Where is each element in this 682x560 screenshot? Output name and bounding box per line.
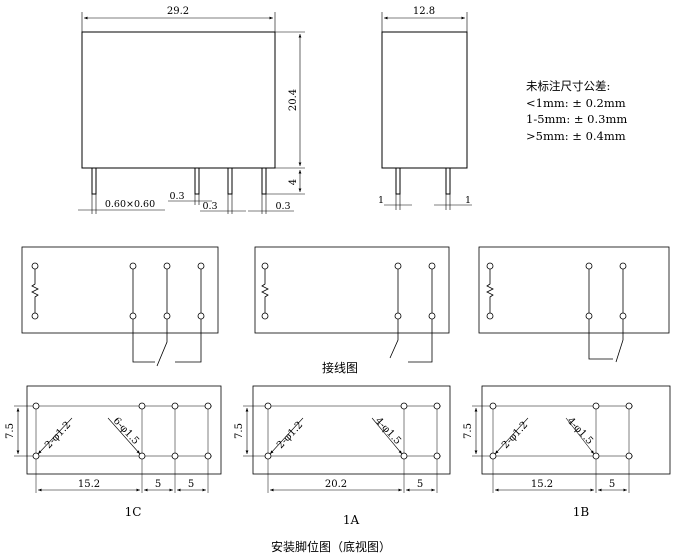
contact-hole-label: 4-φ1.5 [565,416,595,447]
depth-label: 12.8 [413,6,435,17]
contact-hole-label: 6-φ1.5 [111,416,141,447]
side-pin-offset-label-1: 1 [378,195,384,206]
pin [194,167,200,195]
span-label: 15.2 [78,479,100,490]
layout-label-1b: 1B [573,505,590,519]
row-pitch-label: 7.5 [234,423,245,439]
coil-hole-label: 2-φ1.2 [43,420,73,451]
coil-hole-label: 2-φ1.2 [500,420,530,451]
coil-symbol [31,269,39,313]
span-label: 5 [188,479,194,490]
pin [261,167,267,195]
wiring-diagram-caption: 接线图 [322,361,359,375]
normally-open-contact [389,319,433,363]
pin-length-label: 4 [288,179,299,185]
coil-terminal [31,312,39,320]
wiring-diagram-1b [478,246,670,363]
wiring-diagram-1a [254,246,450,363]
tolerance-note: 未标注尺寸公差: <1mm: ± 0.2mm 1-5mm: ± 0.3mm >5… [526,78,627,144]
mounting-diagram-caption: 安装脚位图（底视图） [271,540,392,554]
mount-layout-1c [14,385,222,493]
layout-label-1a: 1A [343,513,360,527]
tolerance-title: 未标注尺寸公差: [526,79,611,93]
width-label: 29.2 [167,6,189,17]
span-label: 5 [609,479,615,490]
layout-label-1c: 1C [125,505,142,519]
row-pitch-label: 7.5 [463,423,474,439]
side-view [381,12,472,210]
tolerance-row: 1-5mm: ± 0.3mm [526,112,628,126]
mount-layout-1b [472,385,671,493]
span-label: 5 [155,479,161,490]
pin-thickness-label-2: 0.3 [202,201,217,212]
pin-size-label: 0.60×0.60 [105,199,155,210]
coil-terminal [31,262,39,270]
span-label: 5 [417,479,423,490]
pin [445,167,451,195]
side-pin-offset-label-2: 1 [465,195,471,206]
pin-thickness-label-1: 0.3 [169,191,184,202]
mount-layout-1a [243,385,451,493]
pin [91,167,97,195]
row-pitch-label: 7.5 [5,423,16,439]
relay-body-side [381,31,468,169]
normally-closed-contact [588,319,624,363]
wiring-diagram-1c [21,246,219,367]
relay-body-front [81,31,276,169]
pin [395,167,401,195]
tolerance-row: >5mm: ± 0.4mm [526,128,626,143]
front-view [78,12,305,214]
pin [227,167,233,195]
height-label: 20.4 [288,89,299,111]
contact-hole-label: 4-φ1.5 [373,416,403,447]
coil-hole-label: 2-φ1.2 [275,420,305,451]
tolerance-row: <1mm: ± 0.2mm [526,95,626,110]
changeover-contact [132,319,202,367]
span-label: 15.2 [531,479,553,490]
pin-thickness-label-3: 0.3 [275,201,290,212]
span-label: 20.2 [325,479,347,490]
